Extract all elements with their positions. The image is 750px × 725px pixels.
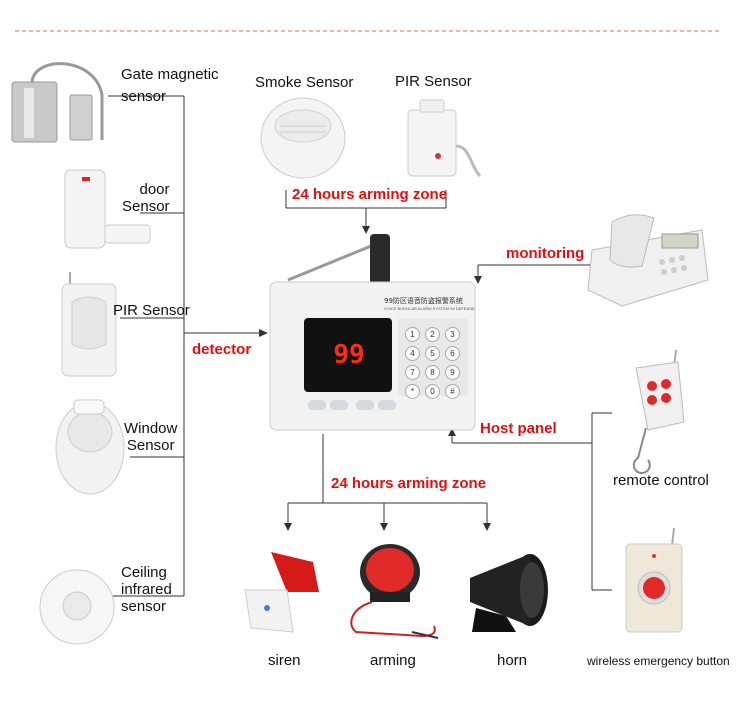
- ceiling-infrared-sensor-image: [39, 569, 115, 645]
- keypad-key[interactable]: 2: [425, 327, 440, 342]
- siren-label: siren: [268, 652, 301, 669]
- keypad-key[interactable]: #: [445, 384, 460, 399]
- door-sensor-label: door Sensor: [122, 181, 170, 215]
- remote-control-label: remote control: [613, 472, 709, 489]
- horn-label: horn: [497, 652, 528, 669]
- panel-keypad: 1 2 3 4 5 6 7 8 9 * 0 #: [405, 327, 465, 399]
- siren-image: [244, 552, 319, 633]
- top-arming-zone-label: 24 hours arming zone: [292, 186, 448, 203]
- emergency-button-label: wireless emergency button: [587, 654, 730, 668]
- host-panel-label: Host panel: [480, 420, 557, 437]
- keypad-key[interactable]: 4: [405, 346, 420, 361]
- pir-sensor-left-image: [61, 272, 117, 377]
- keypad-key[interactable]: 1: [405, 327, 420, 342]
- keypad-key[interactable]: 7: [405, 365, 420, 380]
- window-sensor-image: [55, 399, 125, 495]
- pir-sensor-top-label: PIR Sensor: [395, 73, 472, 90]
- keypad-key[interactable]: 9: [445, 365, 460, 380]
- telephone-image: [587, 214, 709, 307]
- gate-magnetic-sensor-label: Gate magnetic sensor: [121, 66, 219, 105]
- bottom-arming-zone-label: 24 hours arming zone: [331, 475, 487, 492]
- smoke-sensor-image: [260, 97, 346, 179]
- keypad-key[interactable]: 6: [445, 346, 460, 361]
- horn-image: [470, 554, 548, 632]
- monitoring-label: monitoring: [506, 245, 585, 262]
- pir-sensor-left-label: PIR Sensor: [113, 302, 190, 319]
- keypad-key[interactable]: 0: [425, 384, 440, 399]
- keypad-key[interactable]: 8: [425, 365, 440, 380]
- remote-control-image: [632, 349, 685, 475]
- arming-label: arming: [370, 652, 416, 669]
- window-sensor-label: Window Sensor: [124, 420, 178, 454]
- ceiling-sensor-label: Ceiling infrared sensor: [121, 564, 172, 615]
- panel-title: 99防区语音防盗报警系统: [384, 297, 463, 305]
- keypad-key[interactable]: *: [405, 384, 420, 399]
- door-sensor-image: [64, 169, 151, 249]
- panel-display: 99: [333, 340, 365, 370]
- arming-speaker-image: [350, 544, 439, 639]
- smoke-sensor-label: Smoke Sensor: [255, 74, 354, 91]
- emergency-button-image: [625, 527, 683, 633]
- keypad-key[interactable]: 5: [425, 346, 440, 361]
- panel-subtitle: VOICE BURGLAR ALARM SYSTEM 99 DEFENSE AR…: [384, 306, 476, 311]
- pir-sensor-top-image: [407, 99, 482, 178]
- detector-label: detector: [192, 341, 252, 358]
- keypad-key[interactable]: 3: [445, 327, 460, 342]
- gate-magnetic-sensor-image: [11, 62, 104, 143]
